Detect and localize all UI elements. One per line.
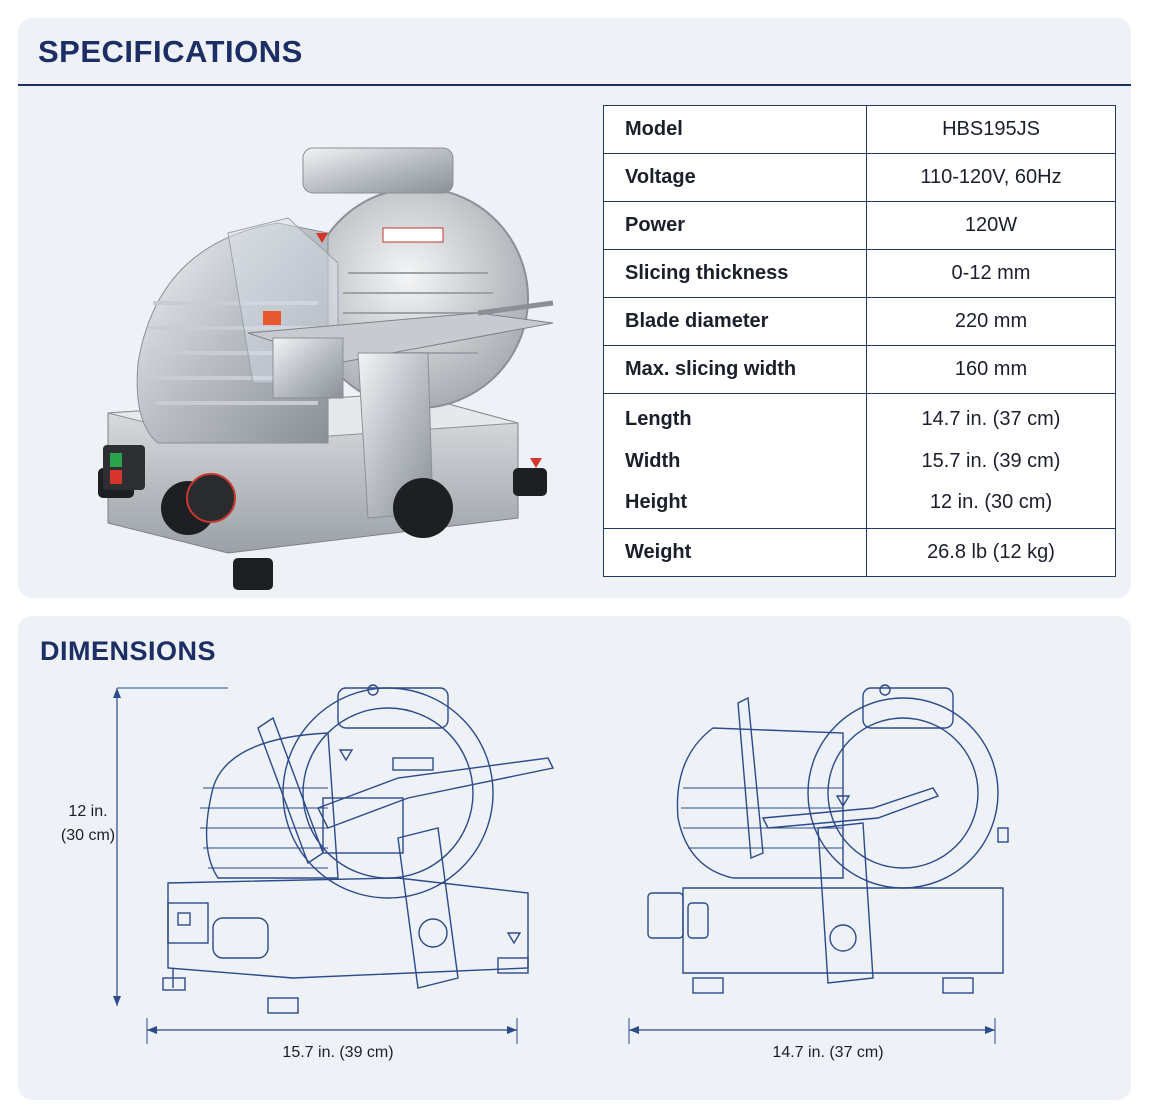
front-view-drawing xyxy=(647,684,1009,994)
length-label: 14.7 in. (37 cm) xyxy=(772,1044,884,1061)
dimensions-panel: DIMENSIONS 12 in. (30 cm) xyxy=(18,616,1131,1100)
spec-label: Height xyxy=(603,483,867,529)
spec-row-width: Width 15.7 in. (39 cm) xyxy=(603,438,1116,484)
spec-row-model: Model HBS195JS xyxy=(603,105,1116,154)
spec-label: Power xyxy=(603,201,867,250)
spec-row-max-slicing-width: Max. slicing width 160 mm xyxy=(603,345,1116,394)
specifications-heading: SPECIFICATIONS xyxy=(38,34,303,69)
spec-row-blade-diameter: Blade diameter 220 mm xyxy=(603,297,1116,346)
height-inches-label: 12 in. xyxy=(68,803,108,820)
spec-value: 14.7 in. (37 cm) xyxy=(921,407,1061,430)
spec-value: 12 in. (30 cm) xyxy=(866,483,1116,529)
spec-value: 110-120V, 60Hz xyxy=(866,153,1116,202)
spec-value: 0-12 mm xyxy=(866,249,1116,298)
spec-label: Width xyxy=(603,438,867,484)
spec-row-slicing-thickness: Slicing thickness 0-12 mm xyxy=(603,249,1116,298)
spec-row-weight: Weight 26.8 lb (12 kg) xyxy=(603,528,1116,577)
spec-value: 26.8 lb (12 kg) xyxy=(927,541,1055,563)
spec-row-voltage: Voltage 110-120V, 60Hz xyxy=(603,153,1116,202)
length-dimension-line xyxy=(628,1018,996,1044)
spec-value: 15.7 in. (39 cm) xyxy=(921,449,1061,472)
specifications-panel: SPECIFICATIONS xyxy=(18,18,1131,598)
height-dimension-line xyxy=(113,687,228,1006)
spec-label: Model xyxy=(603,105,867,154)
side-view-drawing xyxy=(162,684,555,1014)
spec-value: 160 mm xyxy=(866,345,1116,394)
spec-label: Max. slicing width xyxy=(603,345,867,394)
spec-label: Length xyxy=(603,393,867,439)
spec-label: Slicing thickness xyxy=(603,249,867,298)
spec-row-power: Power 120W xyxy=(603,201,1116,250)
dimensions-heading: DIMENSIONS xyxy=(40,636,217,666)
heading-divider xyxy=(18,84,1131,86)
spec-label: Weight xyxy=(603,528,867,577)
spec-label: Blade diameter xyxy=(603,297,867,346)
spec-value: 120W xyxy=(866,201,1116,250)
meat-slicer-photo xyxy=(98,147,554,590)
specifications-table: Model HBS195JS Voltage 110-120V, 60Hz Po… xyxy=(603,105,1116,577)
spec-row-length: Length 14.7 in. (37 cm) xyxy=(603,393,1116,439)
spec-label: Voltage xyxy=(603,153,867,202)
spec-value: 220 mm xyxy=(866,297,1116,346)
spec-value: HBS195JS xyxy=(866,105,1116,154)
height-cm-label: (30 cm) xyxy=(60,827,116,844)
width-label: 15.7 in. (39 cm) xyxy=(282,1044,394,1061)
width-dimension-line xyxy=(146,1018,518,1044)
spec-row-height: Height 12 in. (30 cm) xyxy=(603,483,1116,529)
